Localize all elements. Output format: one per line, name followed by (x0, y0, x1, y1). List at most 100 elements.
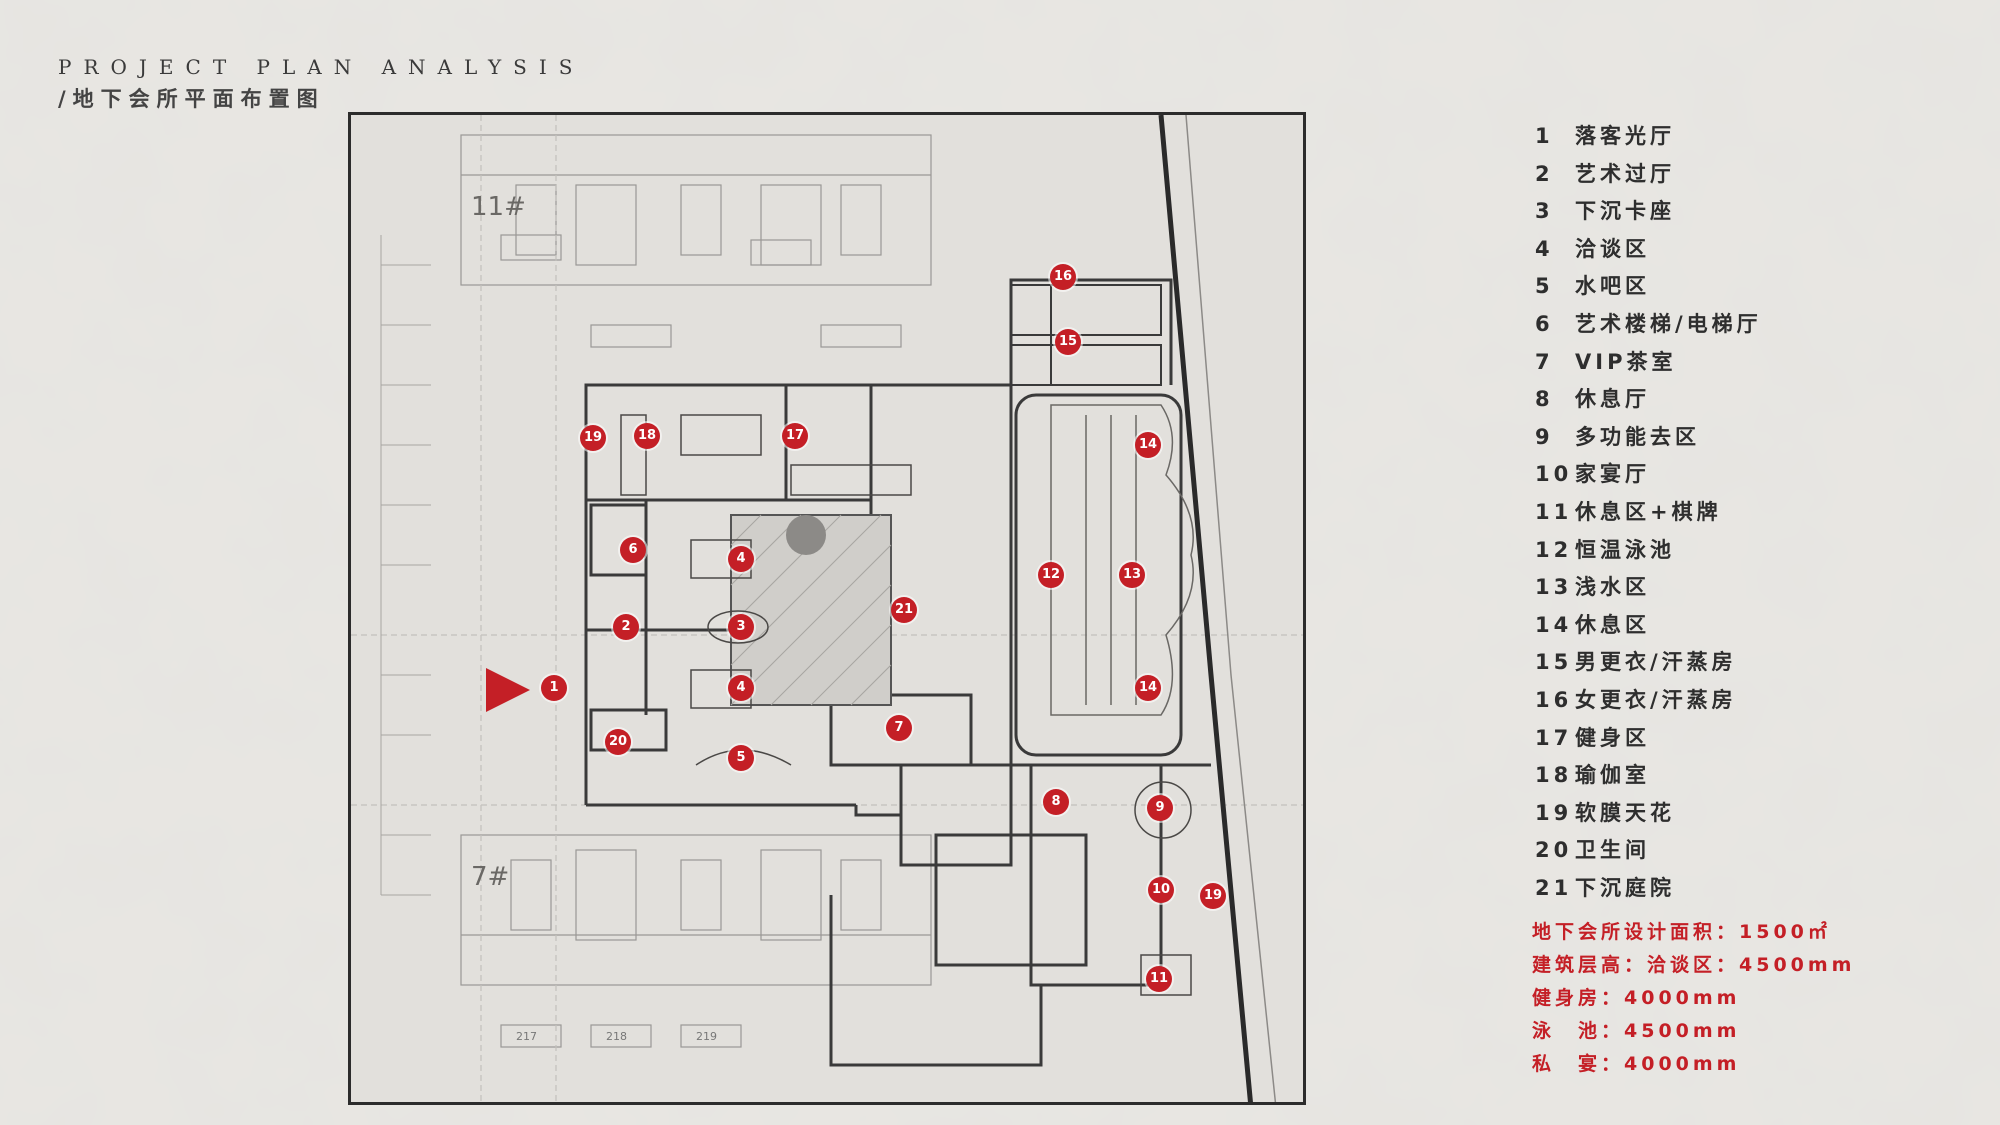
legend-text: 水吧区 (1575, 274, 1650, 299)
legend-number: 15 (1535, 650, 1573, 675)
marker-3[interactable]: 3 (728, 614, 754, 640)
parking-label-219: 219 (696, 1030, 717, 1043)
marker-5[interactable]: 5 (728, 745, 754, 771)
title-chinese: /地下会所平面布置图 (58, 87, 325, 111)
parking-label-218: 218 (606, 1030, 627, 1043)
marker-1[interactable]: 1 (541, 675, 567, 701)
legend-number: 12 (1535, 537, 1573, 562)
legend-text: 浅水区 (1575, 575, 1650, 600)
legend-text: 瑜伽室 (1575, 763, 1650, 788)
building-label-7: 7# (471, 862, 509, 892)
legend-number: 8 (1535, 387, 1554, 412)
legend-number: 19 (1535, 800, 1573, 825)
legend-text: 休息区 (1575, 612, 1650, 637)
marker-17[interactable]: 17 (782, 423, 808, 449)
legend-text: 艺术楼梯/电梯厅 (1575, 311, 1762, 336)
marker-15[interactable]: 15 (1055, 329, 1081, 355)
legend-number: 14 (1535, 612, 1573, 637)
marker-6[interactable]: 6 (620, 537, 646, 563)
parking-label-217: 217 (516, 1030, 537, 1043)
legend-number: 18 (1535, 763, 1573, 788)
legend-item: 4 洽谈区 (1535, 231, 1762, 269)
floor-plan: 11# 7# 217 218 219 (348, 112, 1306, 1105)
legend-number: 4 (1535, 236, 1554, 261)
marker-13[interactable]: 13 (1119, 562, 1145, 588)
legend-number: 10 (1535, 462, 1573, 487)
stat-banquet-height: 私 宴：4000mm (1532, 1053, 1741, 1075)
marker-14b[interactable]: 14 (1135, 675, 1161, 701)
marker-9[interactable]: 9 (1147, 795, 1173, 821)
legend-item: 5 水吧区 (1535, 268, 1762, 306)
legend-text: 恒温泳池 (1575, 537, 1675, 562)
title-english: PROJECT PLAN ANALYSIS (58, 55, 585, 79)
legend-text: 男更衣/汗蒸房 (1575, 650, 1737, 675)
legend-number: 3 (1535, 199, 1554, 224)
legend-text: 休息厅 (1575, 387, 1650, 412)
stat-gym-height: 健身房：4000mm (1532, 987, 1741, 1009)
marker-21[interactable]: 21 (891, 597, 917, 623)
marker-20[interactable]: 20 (605, 729, 631, 755)
marker-4b[interactable]: 4 (728, 675, 754, 701)
stat-area: 地下会所设计面积：1500㎡ (1532, 921, 1831, 943)
marker-10[interactable]: 10 (1148, 877, 1174, 903)
marker-19b[interactable]: 19 (1200, 883, 1226, 909)
legend-text: 多功能去区 (1575, 424, 1700, 449)
legend-number: 21 (1535, 875, 1573, 900)
legend-number: 17 (1535, 725, 1573, 750)
legend-number: 9 (1535, 424, 1554, 449)
legend-item: 1 落客光厅 (1535, 118, 1762, 156)
legend-item: 2 艺术过厅 (1535, 156, 1762, 194)
legend-number: 11 (1535, 499, 1573, 524)
legend-text: VIP茶室 (1575, 349, 1677, 374)
design-stats: 地下会所设计面积：1500㎡ 建筑层高：洽谈区：4500mm 健身房：4000m… (1532, 916, 1855, 1081)
marker-8[interactable]: 8 (1043, 789, 1069, 815)
marker-18[interactable]: 18 (634, 423, 660, 449)
marker-14a[interactable]: 14 (1135, 432, 1161, 458)
legend-text: 健身区 (1575, 725, 1650, 750)
legend-item: 8 休息厅 (1535, 381, 1762, 419)
marker-4a[interactable]: 4 (728, 546, 754, 572)
legend-number: 6 (1535, 311, 1554, 336)
legend-text: 落客光厅 (1575, 124, 1675, 148)
legend-text: 软膜天花 (1575, 800, 1675, 825)
legend-item: 9 多功能去区 (1535, 419, 1762, 457)
marker-16[interactable]: 16 (1050, 264, 1076, 290)
legend-number: 2 (1535, 161, 1554, 186)
stat-pool-height: 泳 池：4500mm (1532, 1020, 1741, 1042)
legend-number: 16 (1535, 687, 1573, 712)
legend-number: 1 (1535, 124, 1554, 148)
marker-11[interactable]: 11 (1146, 966, 1172, 992)
legend-text: 休息区+棋牌 (1575, 499, 1722, 524)
legend-number: 5 (1535, 274, 1554, 299)
legend-text: 卫生间 (1575, 838, 1650, 863)
building-label-11: 11# (471, 192, 526, 222)
page-header: PROJECT PLAN ANALYSIS /地下会所平面布置图 (58, 55, 584, 113)
marker-2[interactable]: 2 (613, 614, 639, 640)
legend-text: 艺术过厅 (1575, 161, 1675, 186)
legend-item: 6 艺术楼梯/电梯厅 (1535, 306, 1762, 344)
marker-12[interactable]: 12 (1038, 562, 1064, 588)
legend-number: 13 (1535, 575, 1573, 600)
floor-plan-drawing: 11# 7# 217 218 219 (351, 115, 1303, 1102)
marker-19a[interactable]: 19 (580, 425, 606, 451)
legend-text: 家宴厅 (1575, 462, 1650, 487)
legend-text: 洽谈区 (1575, 236, 1650, 261)
legend-text: 下沉庭院 (1575, 875, 1675, 900)
stat-ceiling-height: 建筑层高：洽谈区：4500mm (1532, 954, 1856, 976)
marker-7[interactable]: 7 (886, 715, 912, 741)
